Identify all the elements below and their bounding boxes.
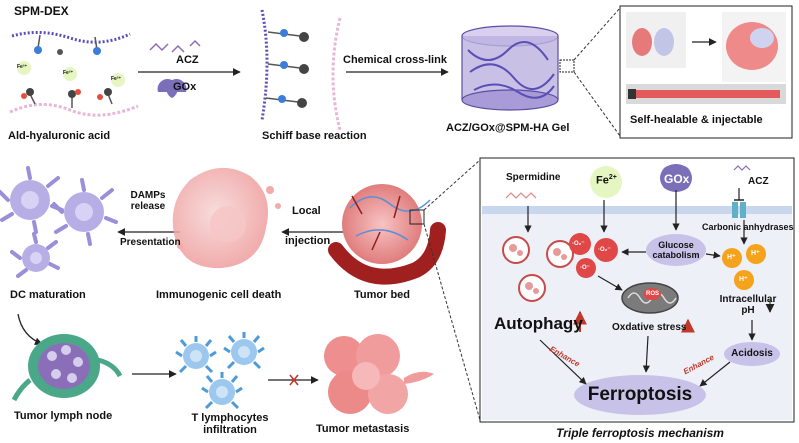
ferroptosis-bubble [574, 375, 706, 415]
photo-panel [619, 5, 793, 139]
upregulation-arrows [573, 310, 695, 333]
glucose-catabolism-bubble [646, 234, 706, 266]
h-plus-3: H⁺ [739, 276, 748, 283]
gox-enzyme-icon [157, 79, 187, 98]
t-lymphocytes [175, 332, 265, 410]
glucose-label: Glucose catabolism [652, 240, 700, 260]
acz-mech-label: ACZ [748, 176, 769, 187]
h-plus-2: H⁺ [751, 250, 760, 257]
acz-molecule-icon-mech [733, 165, 751, 171]
arrow-dc-to-lymph [17, 313, 43, 346]
dc-maturation-label: DC maturation [10, 289, 86, 301]
fe-label: Fe2+ [596, 174, 617, 187]
self-healable-label: Self-healable & injectable [630, 114, 763, 126]
intracellular-ph-label: Intracellular pH [719, 294, 777, 316]
zoom-line-bottom [573, 71, 621, 137]
acz-label: ACZ [176, 54, 199, 66]
oxidative-stress-label: Oxdative stress [612, 322, 687, 333]
presentation-label: Presentation [120, 237, 181, 248]
gox-label: GOx [173, 81, 197, 93]
mechanism-title: Triple ferroptosis mechanism [556, 426, 724, 440]
fe-ion-label-3: Fe²⁺ [111, 76, 122, 82]
dendritic-cells [0, 166, 118, 278]
fe-ion-label-1: Fe²⁺ [17, 64, 28, 70]
damps-label: DAMPs release [130, 190, 166, 212]
arrow-glucose-to-h [705, 251, 721, 259]
tumor-lymph-node [11, 334, 123, 402]
t-lymph-label: T lymphocytes infiltration [191, 412, 269, 436]
arrow-autophagy-to-ferro [539, 339, 587, 385]
zoom-line-top [573, 7, 621, 61]
spermidine-molecule-icon [505, 192, 537, 199]
spm-dex-polymer [11, 31, 131, 55]
tumor-metastasis-label: Tumor metastasis [316, 423, 410, 435]
tumor-bed-illustration [328, 184, 446, 285]
inhibit-x-icon [289, 374, 299, 386]
arrow-oxstress-to-ferro [642, 335, 650, 373]
immunogenic-cell-death-cell [172, 167, 281, 269]
icd-label: Immunogenic cell death [156, 289, 282, 301]
h-plus-1: H⁺ [727, 254, 736, 261]
ferroptosis-label: Ferroptosis [587, 384, 693, 405]
schiff-base-label: Schiff base reaction [262, 130, 367, 142]
acz-molecule-icon [149, 39, 201, 53]
cell-membrane [482, 206, 792, 214]
fe-ion-cluster [17, 61, 125, 87]
tumor-bed-label: Tumor bed [354, 289, 411, 301]
gox-bubble [660, 164, 692, 192]
mitochondrion-icon [621, 282, 679, 314]
ros-o2b-label: ·O₂⁻ [598, 247, 611, 253]
proton-circles [722, 244, 766, 290]
autophagy-label: Autophagy [494, 314, 583, 333]
arrow-ros-to-mito [597, 275, 623, 291]
tumor-lymph-node-label: Tumor lymph node [14, 410, 113, 422]
ros-oh-label: ·O⁻ [580, 265, 590, 271]
acidosis-bubble [724, 342, 780, 366]
chemical-crosslink-label: Chemical cross-link [343, 54, 447, 66]
carbonic-anhydrase-channel [732, 188, 746, 218]
local-label: Local [292, 205, 321, 217]
spm-dex-label: SPM-DEX [14, 4, 69, 18]
zoom-line-mech-top [423, 159, 481, 211]
hydrogel-cylinder [461, 25, 575, 111]
schiff-base-structure [260, 9, 342, 131]
spermidine-label: Spermidine [506, 172, 561, 183]
injection-label: injection [285, 235, 331, 247]
fe-ion-label-2: Fe²⁺ [63, 70, 74, 76]
carbonic-label: Carbonic anhydrases [702, 222, 794, 232]
zoom-line-mech-bottom [423, 223, 481, 421]
ald-hyaluronic-acid-label: Ald-hyaluronic acid [8, 130, 111, 142]
fe-ion-bubble [590, 166, 622, 198]
ros-o2-label: ·O₂⁻ [572, 241, 585, 247]
gox-mech-label: GOx [664, 172, 690, 186]
ros-circles [569, 233, 618, 278]
tumor-metastasis-cells [324, 334, 434, 414]
gel-name-label: ACZ/GOx@SPM-HA Gel [446, 122, 570, 134]
hyaluronic-acid-chain [9, 88, 139, 117]
ros-mito-label: ROS [646, 291, 660, 297]
acidosis-label: Acidosis [731, 348, 773, 359]
autophagy-vesicles [502, 236, 574, 302]
arrow-acidosis-to-ferro [699, 361, 731, 387]
